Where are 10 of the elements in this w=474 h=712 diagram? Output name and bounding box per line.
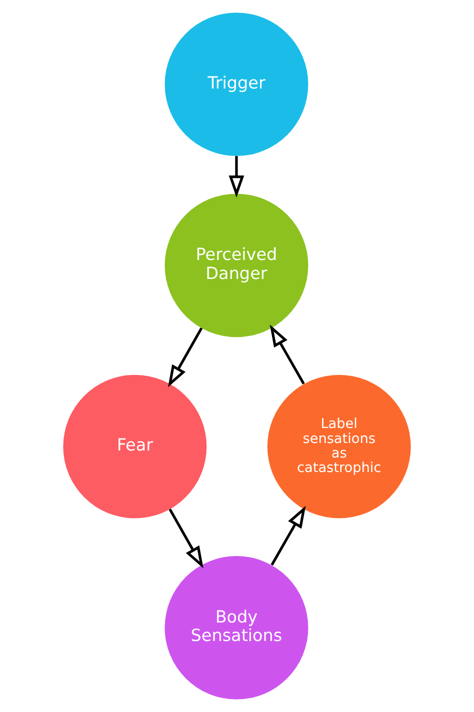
node-circle: Label sensations as catastrophic: [267, 374, 411, 518]
arrow: [270, 506, 306, 566]
arrow: [168, 508, 204, 568]
arrow: [168, 327, 203, 388]
node-circle: Fear: [63, 374, 207, 518]
arrow: [228, 156, 244, 198]
arrow: [270, 324, 305, 384]
node-circle: Trigger: [164, 12, 308, 156]
node-circle: Perceived Danger: [164, 194, 308, 338]
node-circle: Body Sensations: [164, 556, 308, 700]
